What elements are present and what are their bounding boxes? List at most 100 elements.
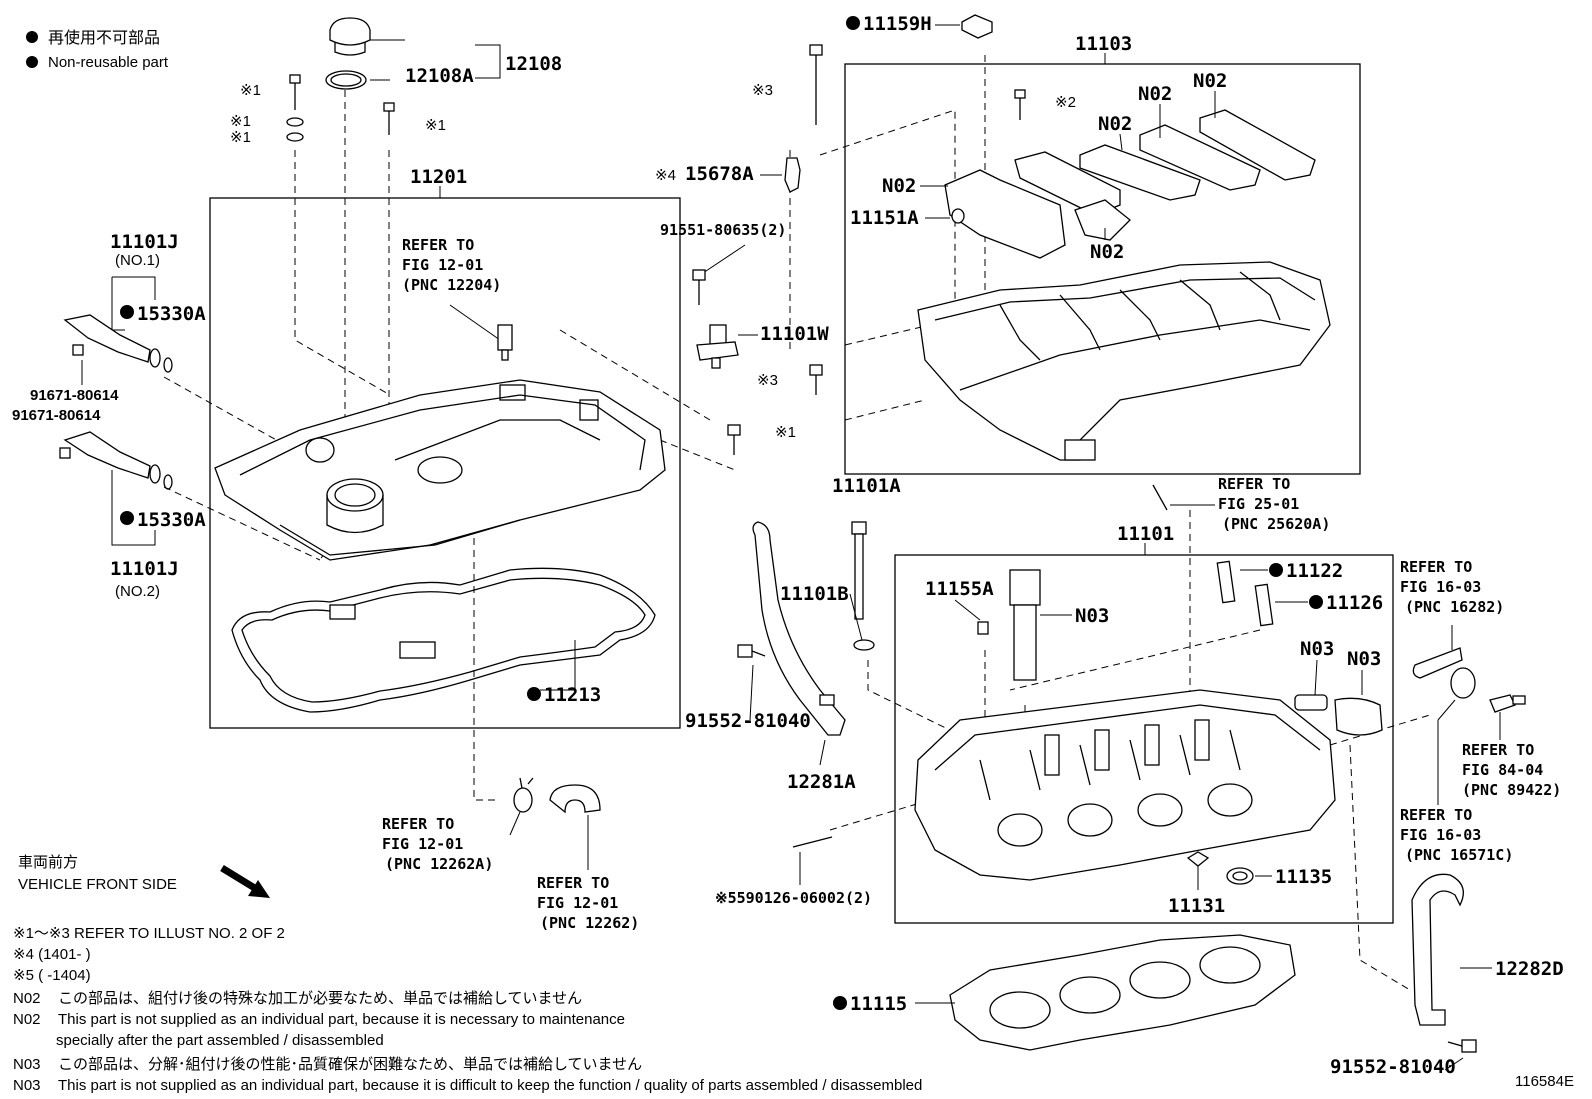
svg-text:This part is not supplied as a: This part is not supplied as an individu… bbox=[58, 1077, 922, 1094]
breather-hose-icons bbox=[513, 777, 601, 814]
svg-text:(PNC 89422): (PNC 89422) bbox=[1462, 781, 1561, 799]
legend: 再使用不可部品 Non-reusable part bbox=[26, 29, 169, 71]
part-label-N02-c: N02 bbox=[1138, 83, 1172, 105]
non-reusable-dot-icon bbox=[26, 31, 38, 43]
svg-text:FIG 12-01: FIG 12-01 bbox=[537, 894, 618, 912]
part-label-11101A: 11101A bbox=[832, 475, 901, 497]
engine-hanger-front-icon bbox=[752, 521, 846, 736]
svg-text:FIG 16-03: FIG 16-03 bbox=[1400, 578, 1481, 596]
part-label-11103: 11103 bbox=[1075, 33, 1132, 55]
stud-bolt-icon bbox=[1152, 484, 1168, 511]
svg-text:REFER TO: REFER TO bbox=[1400, 558, 1472, 576]
svg-text:※1～※3 REFER TO ILLUST NO. 2 O: ※1～※3 REFER TO ILLUST NO. 2 OF 2 bbox=[13, 925, 285, 942]
oil-control-valve-no1-icon bbox=[63, 314, 173, 373]
svg-text:この部品は、組付け後の特殊な加工が必要なため、単品では補給し: この部品は、組付け後の特殊な加工が必要なため、単品では補給していません bbox=[58, 990, 582, 1007]
part-label-15330A-2: 15330A bbox=[137, 509, 206, 531]
front-jp: 車両前方 bbox=[18, 854, 78, 871]
part-label-12281A: 12281A bbox=[787, 771, 856, 793]
washer-icon bbox=[286, 117, 304, 127]
svg-text:※3: ※3 bbox=[752, 82, 773, 99]
temp-sensor-icon bbox=[1489, 694, 1526, 713]
part-label-11131: 11131 bbox=[1168, 895, 1225, 917]
svg-text:FIG 12-01: FIG 12-01 bbox=[402, 256, 483, 274]
part-label-N03-a: N03 bbox=[1075, 605, 1109, 627]
hose-16282-icon bbox=[1412, 647, 1463, 679]
refer-12204: REFER TO FIG 12-01 (PNC 12204) bbox=[402, 236, 501, 294]
part-label-91552-81040-b: 91552-81040 bbox=[1330, 1056, 1456, 1078]
o-ring-icon bbox=[163, 357, 173, 373]
svg-text:FIG 25-01: FIG 25-01 bbox=[1218, 495, 1299, 513]
svg-text:FIG 16-03: FIG 16-03 bbox=[1400, 826, 1481, 844]
bolt-91551-icon bbox=[692, 269, 706, 305]
refer-12262A: REFER TO FIG 12-01 (PNC 12262A) bbox=[382, 815, 493, 873]
oil-filler-cap-icon bbox=[325, 17, 371, 90]
svg-text:(PNC 16282): (PNC 16282) bbox=[1405, 598, 1504, 616]
part-label-11101B: 11101B bbox=[780, 583, 849, 605]
svg-text:※1: ※1 bbox=[775, 424, 796, 441]
cylinder-head-icon bbox=[914, 689, 1336, 881]
svg-text:REFER TO: REFER TO bbox=[1400, 806, 1472, 824]
legend-jp: 再使用不可部品 bbox=[48, 29, 160, 47]
front-en: VEHICLE FRONT SIDE bbox=[18, 876, 177, 893]
o-ring-icon bbox=[163, 474, 173, 490]
refer-25620A: REFER TO FIG 25-01 (PNC 25620A) bbox=[1218, 475, 1330, 533]
part-label-12282D: 12282D bbox=[1495, 958, 1564, 980]
cap-gasket-icon bbox=[325, 70, 367, 90]
svg-text:N03: N03 bbox=[13, 1077, 41, 1094]
cylinder-head-box bbox=[894, 554, 1394, 924]
notes: ※1～※3 REFER TO ILLUST NO. 2 OF 2 ※4 (140… bbox=[13, 925, 922, 1094]
cover-gasket-icon bbox=[231, 567, 656, 713]
svg-text:This part is not supplied as a: This part is not supplied as an individu… bbox=[58, 1011, 625, 1028]
bolt-ast3-top: ※3 bbox=[752, 44, 823, 125]
part-label-11101: 11101 bbox=[1117, 523, 1174, 545]
cylinder-head-cover-icon bbox=[214, 379, 666, 561]
part-label-11101J-no1: 11101J bbox=[110, 231, 179, 253]
part-label-N02-e: N02 bbox=[1090, 241, 1124, 263]
part-label-91551-80635: 91551-80635(2) bbox=[660, 221, 786, 239]
label-no2: (NO.2) bbox=[115, 583, 160, 600]
svg-text:(PNC 12204): (PNC 12204) bbox=[402, 276, 501, 294]
part-label-91552-81040-a: 91552-81040 bbox=[685, 710, 811, 732]
seal-ring-icon bbox=[1186, 851, 1254, 885]
part-label-N02-b: N02 bbox=[1098, 113, 1132, 135]
non-reusable-dot-icon bbox=[26, 56, 38, 68]
svg-text:REFER TO: REFER TO bbox=[537, 874, 609, 892]
cam-position-sensor-icon bbox=[696, 324, 739, 369]
svg-text:FIG 84-04: FIG 84-04 bbox=[1462, 761, 1543, 779]
svg-text:※5 ( -1404): ※5 ( -1404) bbox=[13, 967, 91, 984]
part-label-11159H: 11159H bbox=[863, 13, 932, 35]
part-label-N02-a: N02 bbox=[882, 175, 916, 197]
ast4-label: ※4 bbox=[655, 167, 676, 184]
bolt-91552-b-icon bbox=[1447, 1039, 1477, 1053]
svg-text:N02: N02 bbox=[13, 1011, 41, 1028]
bolt-ast1-mid: ※1 bbox=[727, 424, 796, 455]
stud-590126-icon bbox=[792, 836, 833, 848]
svg-text:(PNC 25620A): (PNC 25620A) bbox=[1222, 515, 1330, 533]
plug-n03-icons bbox=[1294, 694, 1383, 736]
oil-control-valve-no2-icon bbox=[59, 431, 173, 490]
svg-text:N03: N03 bbox=[13, 1056, 41, 1073]
valve-guide-tool-icon bbox=[1009, 569, 1041, 681]
svg-text:※3: ※3 bbox=[757, 372, 778, 389]
bolt-ast3-mid: ※3 bbox=[757, 364, 823, 395]
part-label-11101J-no2: 11101J bbox=[110, 558, 179, 580]
part-label-11135: 11135 bbox=[1275, 866, 1332, 888]
svg-text:REFER TO: REFER TO bbox=[1218, 475, 1290, 493]
bolt-group-ast1: ※1 ※1 ※1 ※1 bbox=[230, 74, 446, 146]
camshaft-housing-icon bbox=[917, 261, 1331, 461]
part-label-11201: 11201 bbox=[410, 166, 467, 188]
refer-16571C: REFER TO FIG 16-03 (PNC 16571C) bbox=[1400, 806, 1513, 864]
ast1-label: ※1 bbox=[240, 82, 261, 99]
svg-text:※2: ※2 bbox=[1055, 94, 1076, 111]
part-label-N03-c: N03 bbox=[1347, 648, 1381, 670]
ast1-label: ※1 bbox=[425, 117, 446, 134]
part-label-11151A: 11151A bbox=[850, 207, 919, 229]
bushing-icon bbox=[951, 208, 965, 224]
svg-text:※4 (1401- ): ※4 (1401- ) bbox=[13, 946, 91, 963]
part-label-N03-b: N03 bbox=[1300, 638, 1334, 660]
pcv-valve-icon bbox=[497, 324, 513, 361]
pin-icon bbox=[977, 621, 989, 635]
svg-text:(PNC 12262): (PNC 12262) bbox=[540, 914, 639, 932]
refer-12262: REFER TO FIG 12-01 (PNC 12262) bbox=[537, 874, 639, 932]
cam-housing-box bbox=[844, 63, 1361, 475]
